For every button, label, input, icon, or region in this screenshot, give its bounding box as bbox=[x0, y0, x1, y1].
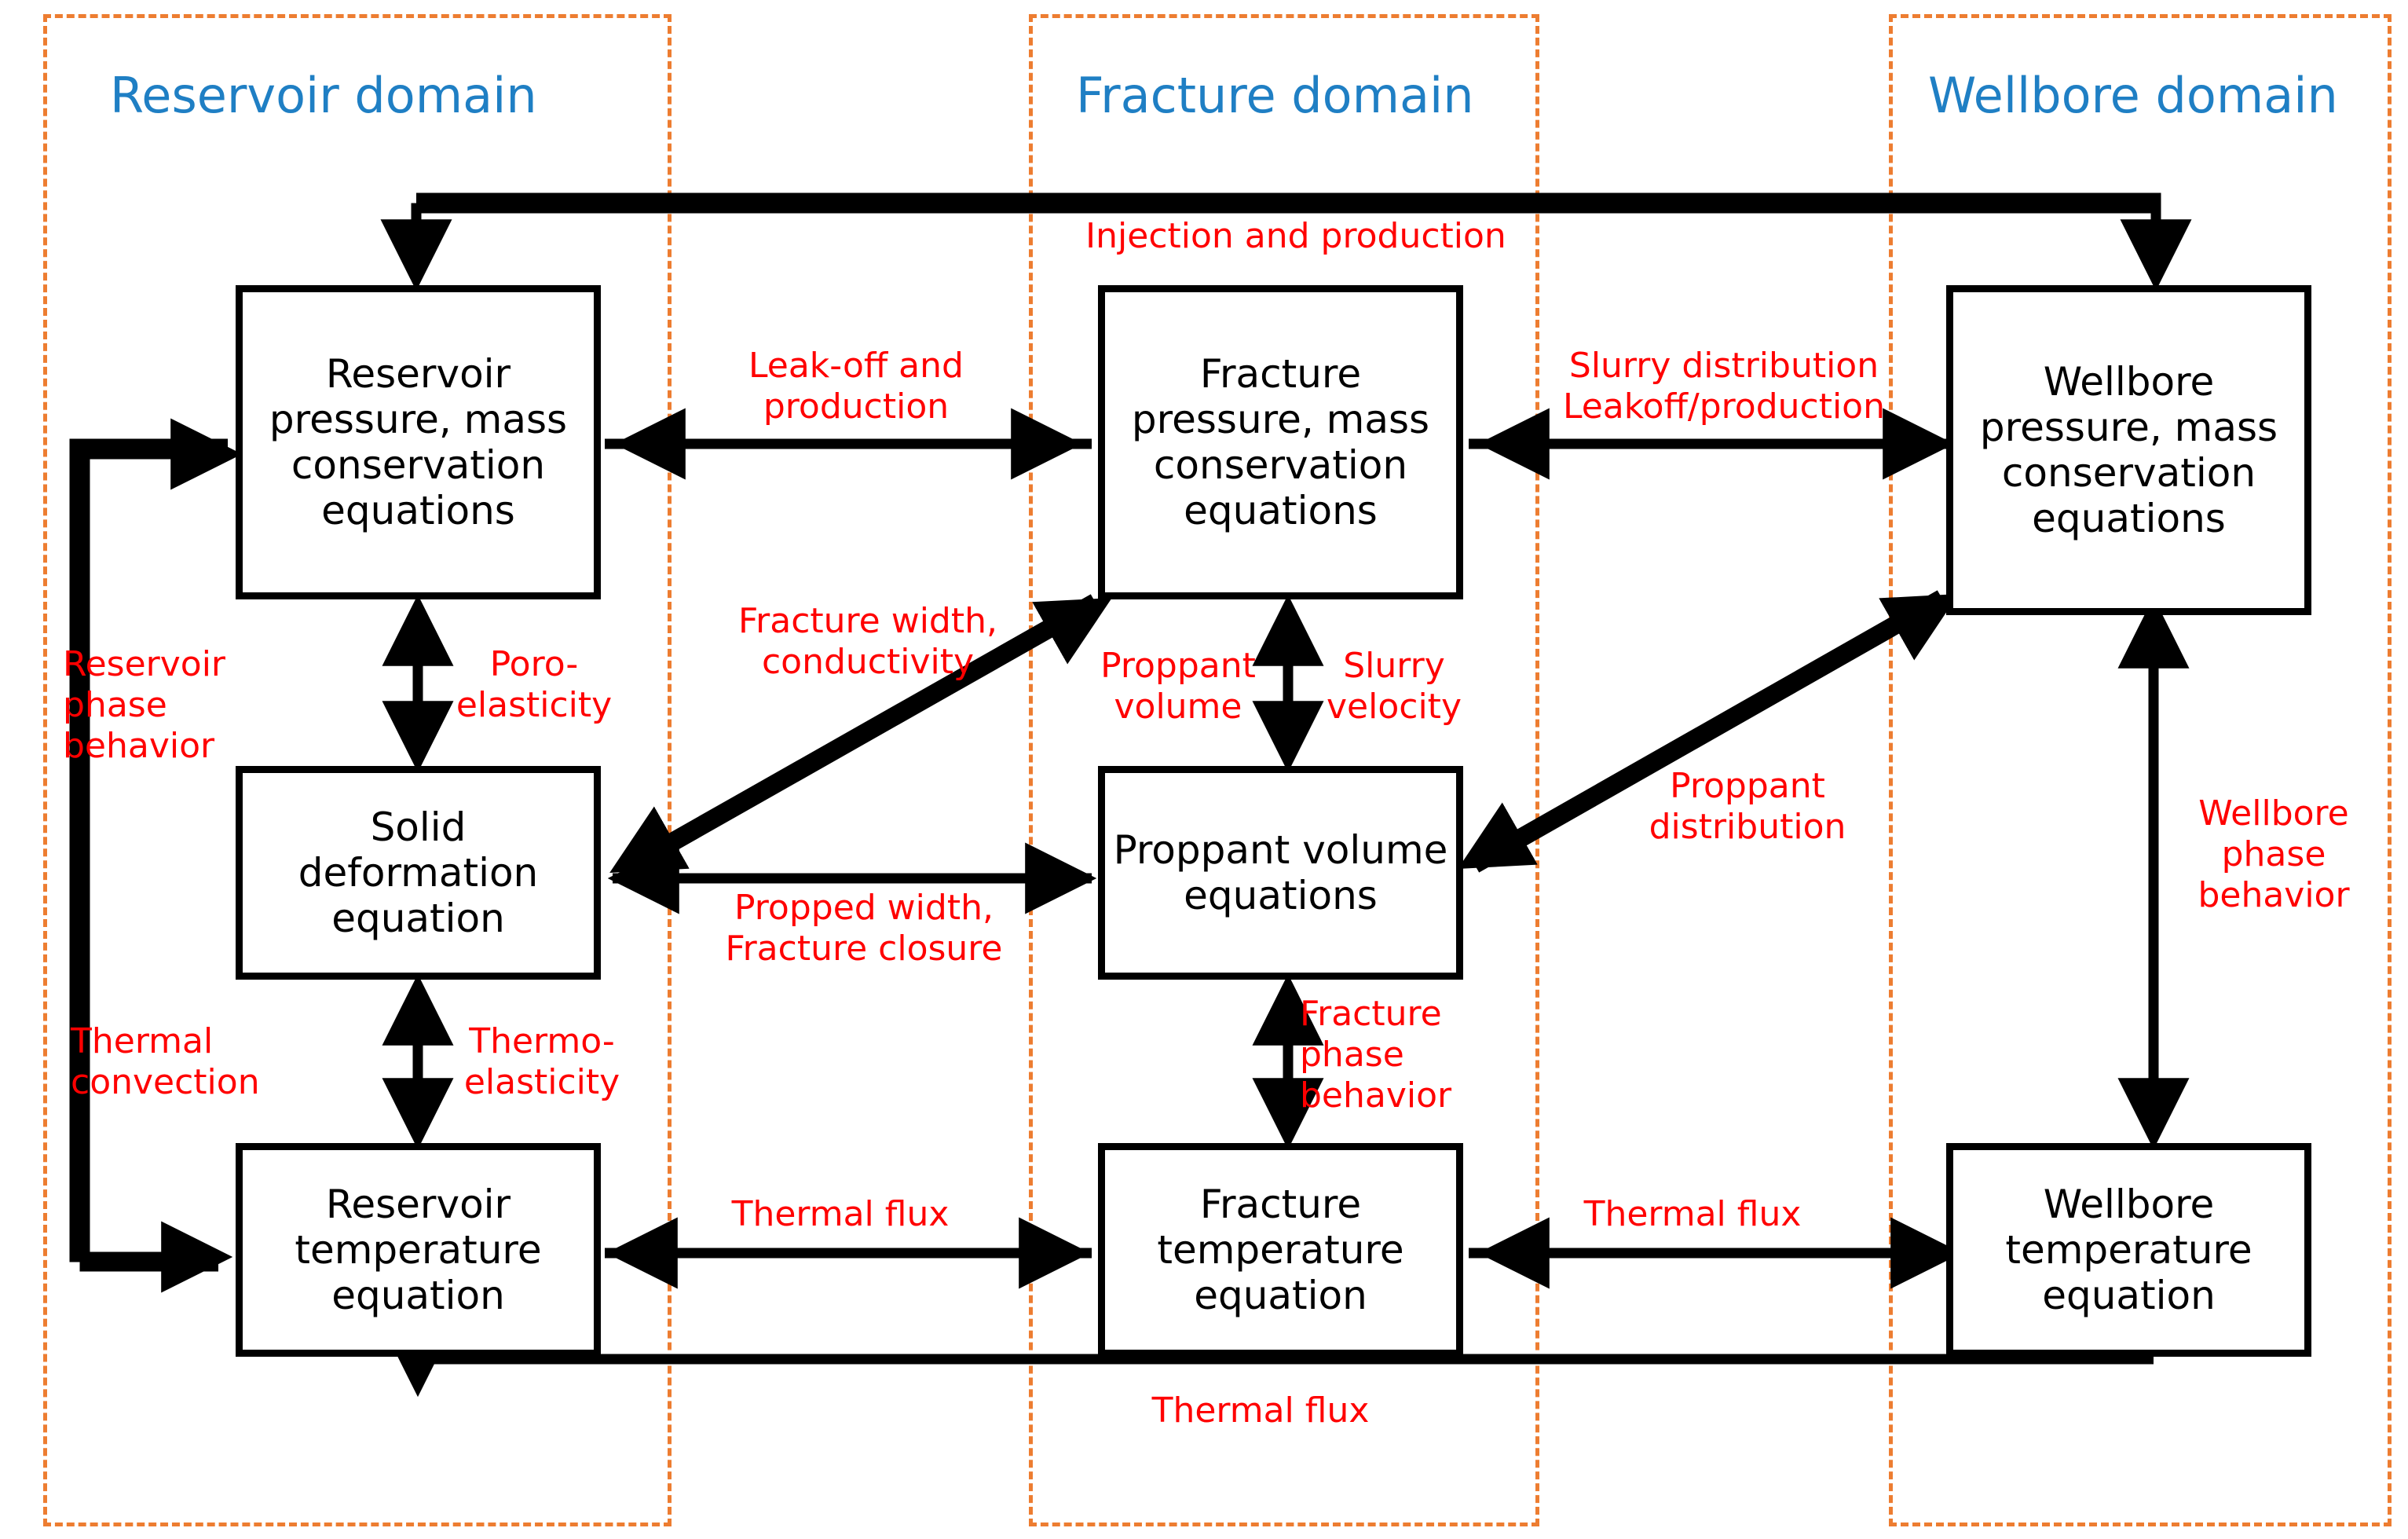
node-reservoir-temperature[interactable]: Reservoir temperature equation bbox=[236, 1143, 601, 1357]
domain-box-reservoir bbox=[43, 14, 672, 1526]
domain-title-fracture: Fracture domain bbox=[1076, 67, 1474, 124]
edge-fracture-width-down bbox=[609, 594, 1096, 873]
node-solid-deformation[interactable]: Solid deformation equation bbox=[236, 766, 601, 980]
edge-fracture-width-up bbox=[625, 598, 1112, 877]
node-wellbore-temperature[interactable]: Wellbore temperature equation bbox=[1946, 1143, 2311, 1357]
label-poro-elasticity: Poro- elasticity bbox=[456, 644, 613, 725]
edge-bottom-thermal-flux-path bbox=[382, 1325, 2154, 1398]
label-fracture-width-conductivity: Fracture width, conductivity bbox=[738, 601, 997, 682]
label-wellbore-phase-behavior: Wellbore phase behavior bbox=[2198, 793, 2350, 915]
node-reservoir-pressure[interactable]: Reservoir pressure, mass conservation eq… bbox=[236, 285, 601, 599]
domain-title-wellbore: Wellbore domain bbox=[1928, 67, 2338, 124]
edge-proppant-distribution-up bbox=[1473, 594, 1959, 873]
label-fracture-phase-behavior: Fracture phase behavior bbox=[1300, 994, 1452, 1116]
label-thermal-flux-bottom: Thermal flux bbox=[1151, 1391, 1370, 1431]
domain-box-fracture bbox=[1029, 14, 1539, 1526]
label-injection-production: Injection and production bbox=[1085, 216, 1506, 256]
node-fracture-pressure[interactable]: Fracture pressure, mass conservation equ… bbox=[1098, 285, 1463, 599]
label-thermal-flux-reservoir-fracture: Thermal flux bbox=[731, 1194, 950, 1234]
domain-title-reservoir: Reservoir domain bbox=[110, 67, 537, 124]
edge-reservoir-phase-down bbox=[69, 438, 233, 1293]
edge-thermal-convection-up bbox=[79, 418, 243, 1272]
node-proppant-volume[interactable]: Proppant volume equations bbox=[1098, 766, 1463, 980]
label-slurry-velocity: Slurry velocity bbox=[1327, 646, 1462, 727]
label-proppant-volume: Proppant volume bbox=[1100, 646, 1256, 727]
label-propped-width-fracture-closure: Propped width, Fracture closure bbox=[725, 888, 1003, 969]
node-wellbore-pressure[interactable]: Wellbore pressure, mass conservation equ… bbox=[1946, 285, 2311, 615]
edge-injection-production-right bbox=[416, 192, 2192, 291]
label-reservoir-phase-behavior: Reservoir phase behavior bbox=[63, 644, 226, 766]
node-fracture-temperature[interactable]: Fracture temperature equation bbox=[1098, 1143, 1463, 1357]
label-thermal-convection: Thermal convection bbox=[71, 1021, 260, 1102]
edge-injection-production-left bbox=[380, 203, 2156, 291]
label-leakoff-production: Leak-off and production bbox=[748, 346, 964, 427]
label-proppant-distribution: Proppant distribution bbox=[1649, 766, 1846, 847]
label-thermo-elasticity: Thermo- elasticity bbox=[463, 1021, 620, 1102]
label-slurry-distribution: Slurry distribution Leakoff/production bbox=[1562, 346, 1885, 427]
label-thermal-flux-fracture-wellbore: Thermal flux bbox=[1583, 1194, 1802, 1234]
edge-proppant-distribution-down bbox=[1458, 590, 1943, 869]
domain-box-wellbore bbox=[1889, 14, 2392, 1526]
